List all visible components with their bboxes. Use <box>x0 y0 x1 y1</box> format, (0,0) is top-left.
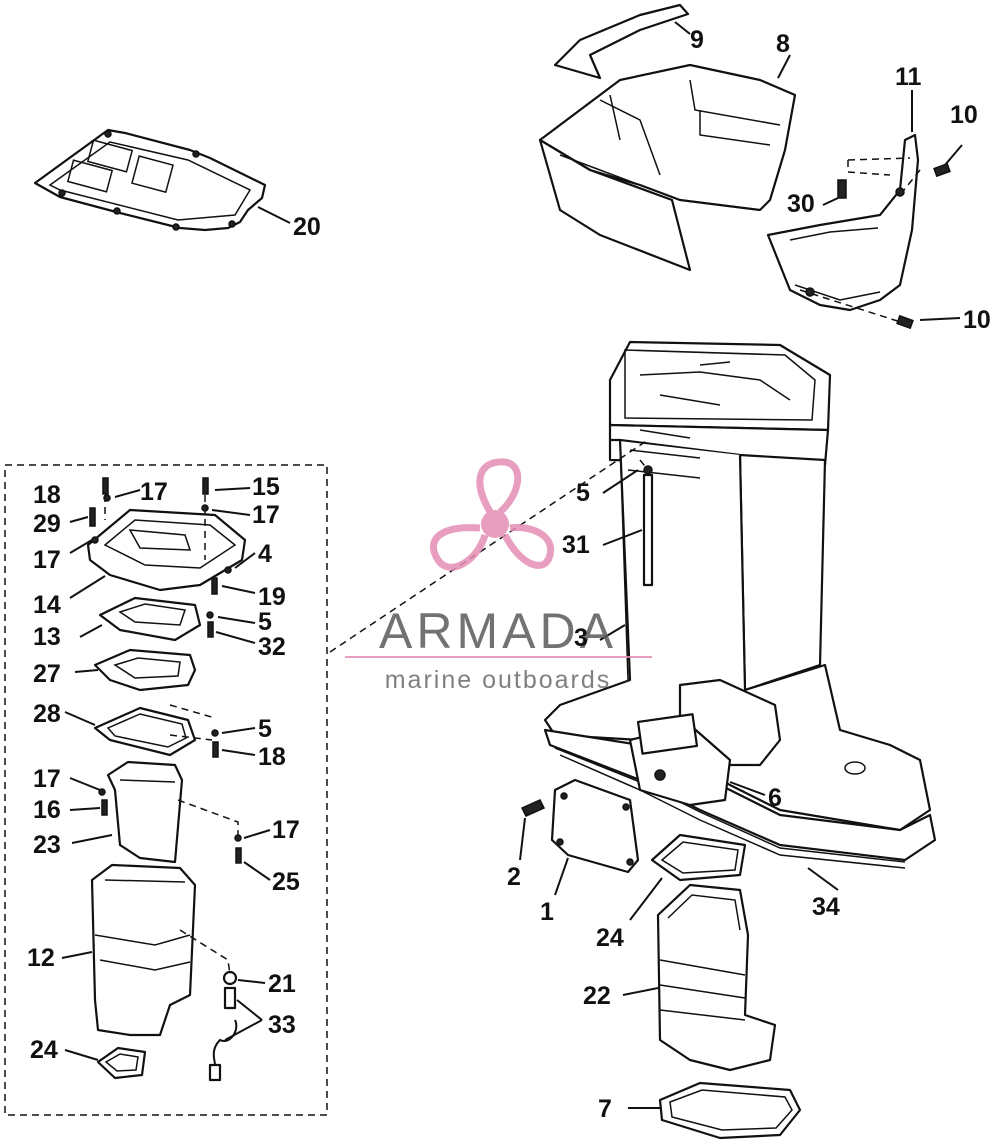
label-22: 22 <box>583 982 611 1010</box>
screw-2 <box>520 799 546 817</box>
screw-18-mid <box>212 741 219 758</box>
leader-lines <box>61 21 963 1109</box>
hose-33 <box>208 986 238 1082</box>
label-17-c: 17 <box>33 546 61 574</box>
label-24-right: 24 <box>596 924 624 952</box>
cover-plate-1 <box>550 778 640 874</box>
label-17-e: 17 <box>272 816 300 844</box>
trim-strip-9 <box>553 3 690 80</box>
part-labels: 9 8 11 10 30 20 10 5 31 3 6 2 1 34 24 22… <box>27 26 991 1123</box>
label-9: 9 <box>690 26 704 54</box>
label-28: 28 <box>33 700 61 728</box>
label-5-housing: 5 <box>576 479 590 507</box>
label-17-b: 17 <box>252 501 280 529</box>
label-30: 30 <box>787 190 815 218</box>
gasket-20 <box>33 128 267 232</box>
label-14: 14 <box>33 591 61 619</box>
armada-watermark: ARMADA marine outboards <box>345 458 652 694</box>
exhaust-tube-22 <box>656 883 777 1072</box>
label-5-box-a: 5 <box>258 608 272 636</box>
label-18-top: 18 <box>33 481 61 509</box>
label-23: 23 <box>33 831 61 859</box>
label-12: 12 <box>27 944 55 972</box>
label-24-left: 24 <box>30 1036 58 1064</box>
gasket-28 <box>93 706 197 757</box>
label-5-box-b: 5 <box>258 715 272 743</box>
label-25: 25 <box>272 868 300 896</box>
label-7: 7 <box>598 1095 612 1123</box>
label-19: 19 <box>258 583 286 611</box>
label-21: 21 <box>268 970 296 998</box>
exhaust-housing-23 <box>106 760 184 864</box>
side-cover-11 <box>766 133 951 330</box>
label-16: 16 <box>33 796 61 824</box>
label-33: 33 <box>268 1011 296 1039</box>
screw-32 <box>207 621 214 638</box>
watermark-brand: ARMADA <box>379 603 617 659</box>
label-3: 3 <box>574 624 588 652</box>
lower-motor-cover-8 <box>538 63 797 272</box>
screw-15 <box>202 477 209 560</box>
label-27: 27 <box>33 660 61 688</box>
label-2: 2 <box>507 863 521 891</box>
washers <box>91 494 242 842</box>
mount-6 <box>628 713 732 807</box>
label-34: 34 <box>812 893 840 921</box>
screw-16 <box>101 799 108 816</box>
screw-29 <box>89 507 96 527</box>
label-32: 32 <box>258 633 286 661</box>
screw-25 <box>235 847 242 864</box>
seal-24-right <box>650 833 747 882</box>
label-17-a: 17 <box>140 478 168 506</box>
seal-7 <box>658 1081 802 1140</box>
tie-rod-31 <box>642 465 654 587</box>
label-8: 8 <box>776 30 790 58</box>
label-1: 1 <box>540 898 554 926</box>
label-11: 11 <box>895 63 922 91</box>
adapter-plate-14 <box>86 508 247 592</box>
label-4: 4 <box>258 540 272 568</box>
screw-19 <box>211 577 218 595</box>
gasket-13 <box>98 596 202 642</box>
label-31: 31 <box>562 531 590 559</box>
label-10-bottom: 10 <box>963 306 991 334</box>
exhaust-housing-12 <box>90 863 197 1037</box>
label-6: 6 <box>768 784 782 812</box>
plate-27 <box>93 648 197 692</box>
label-29: 29 <box>33 510 61 538</box>
label-10-top: 10 <box>950 101 978 129</box>
subassembly-box <box>4 464 328 1116</box>
label-15: 15 <box>252 473 280 501</box>
grommet-21 <box>222 970 238 986</box>
label-17-d: 17 <box>33 765 61 793</box>
seal-24-left <box>96 1046 147 1080</box>
label-13: 13 <box>33 623 61 651</box>
propeller-logo-icon <box>430 458 555 571</box>
watermark-tagline: marine outboards <box>385 666 612 694</box>
label-20: 20 <box>293 213 321 241</box>
label-18-mid: 18 <box>258 743 286 771</box>
